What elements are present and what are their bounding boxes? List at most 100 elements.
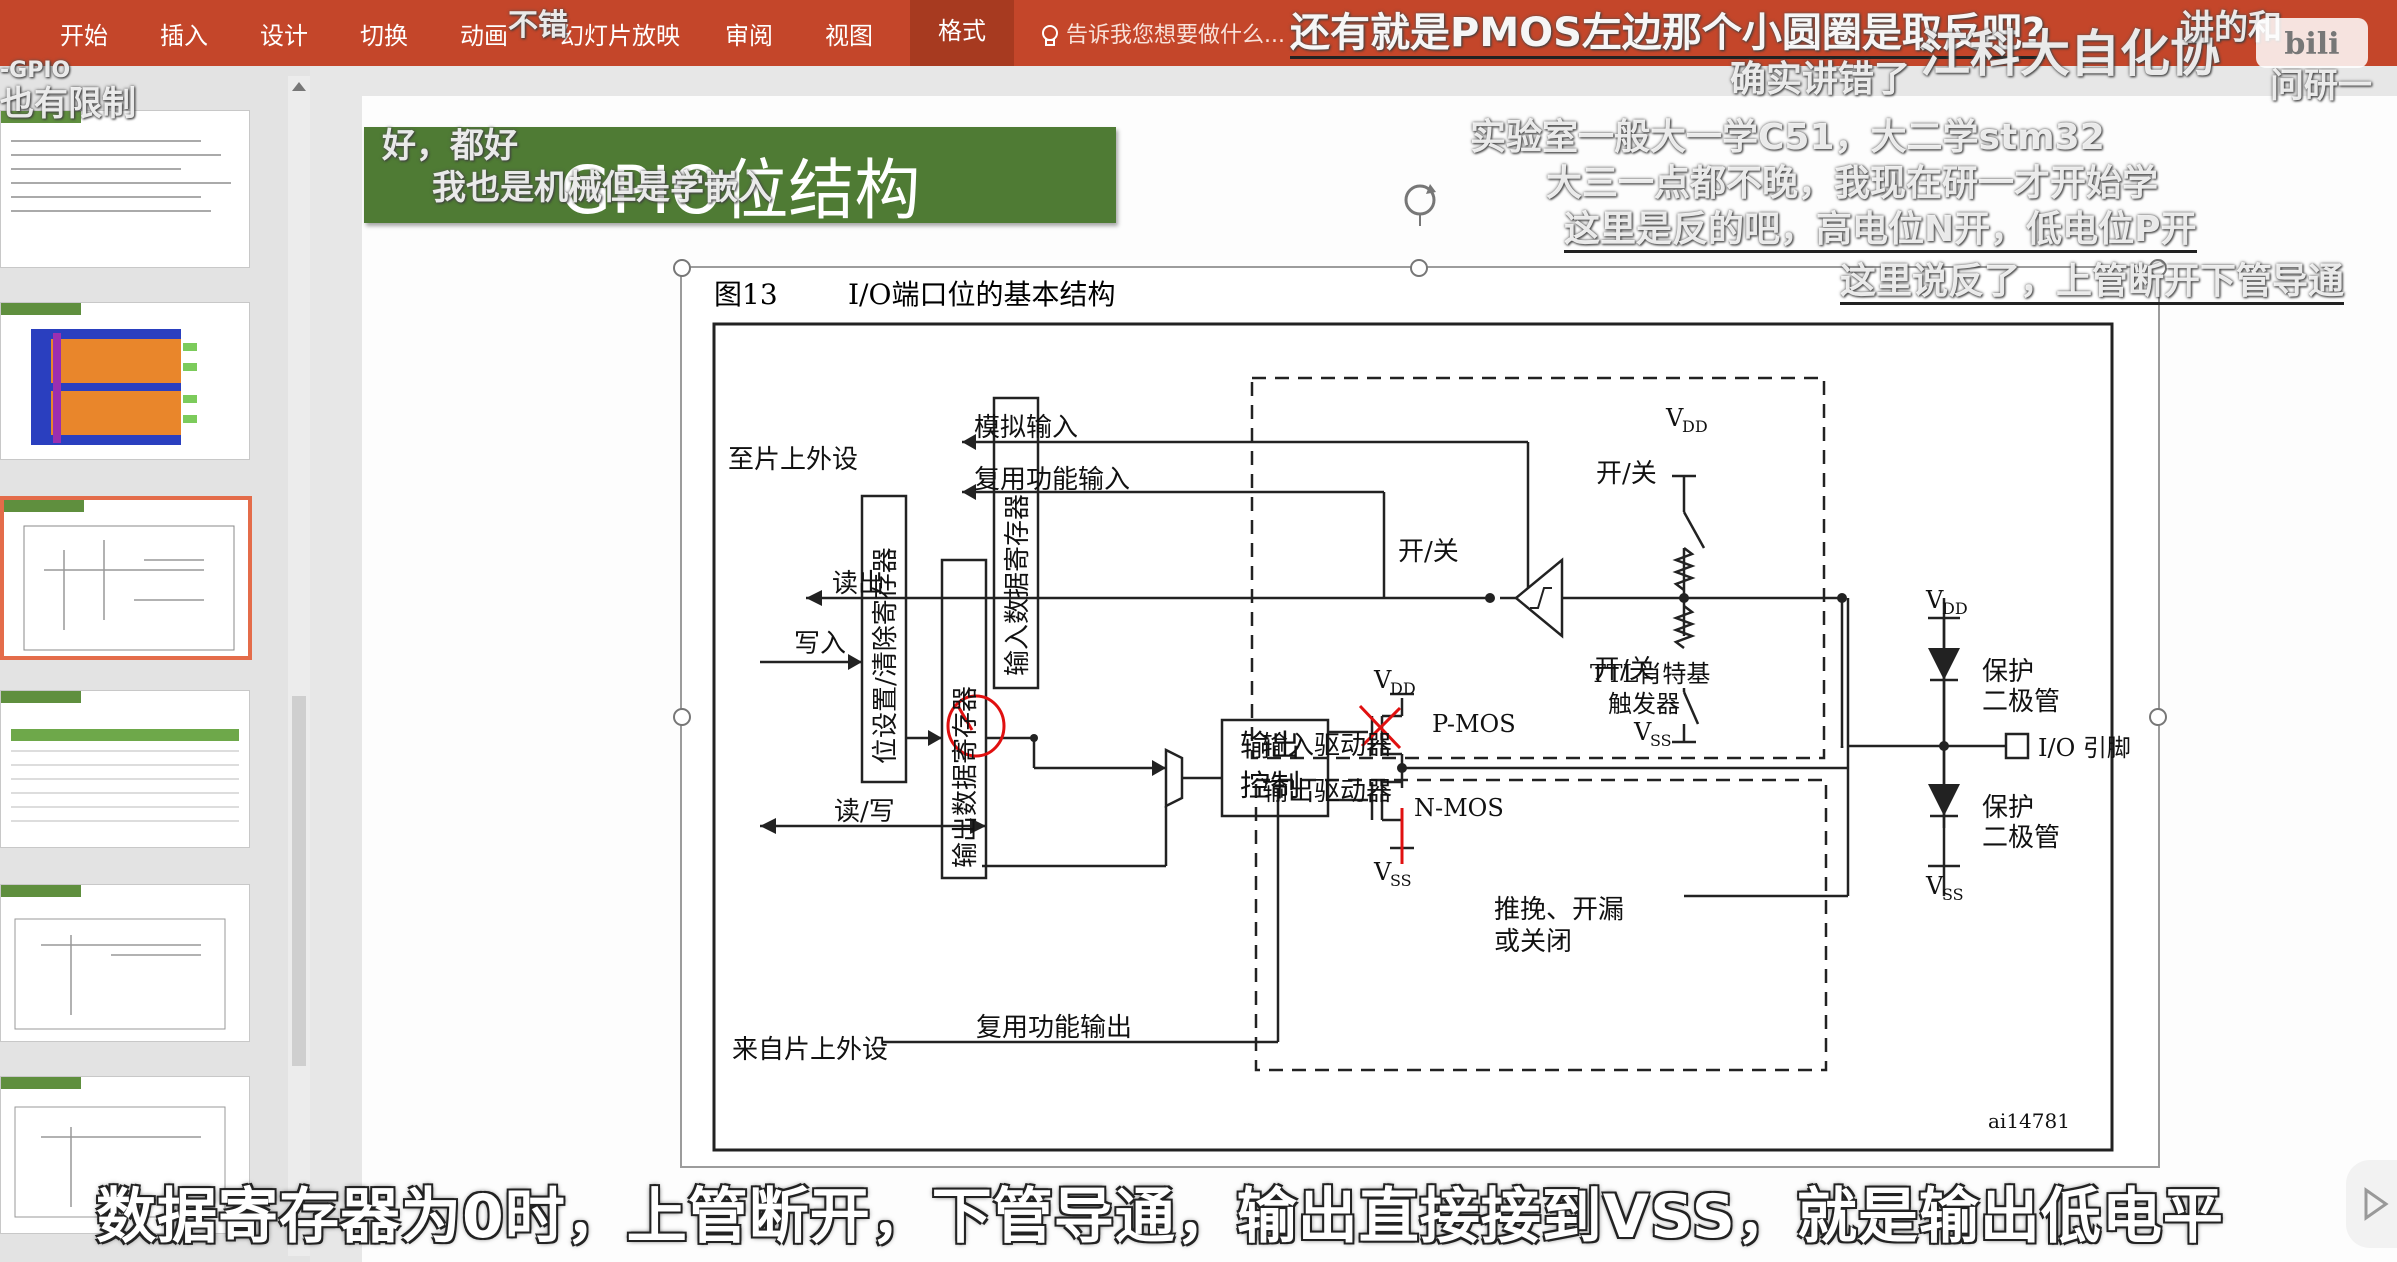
video-subtitle: 数据寄存器为0时，上管断开，下管导通，输出直接接到VSS，就是输出低电平	[96, 1182, 2224, 1252]
thumb-header	[1, 691, 81, 703]
danmaku-comment: 江科大自化协	[1920, 25, 2220, 83]
scroll-up-icon[interactable]	[292, 82, 306, 91]
slide-thumbnail-2[interactable]	[0, 302, 250, 460]
thumb-table	[11, 729, 239, 822]
danmaku-comment: 这里是反的吧，高电位N开，低电位P开	[1564, 200, 2197, 253]
gpio-bit-structure-diagram: 图13 I/O端口位的基本结构	[712, 278, 2131, 1152]
label-vdd-sub: DD	[1682, 417, 1708, 436]
label-output-driver: 输出驱动器	[1262, 777, 1392, 807]
label-from-peripheral: 来自片上外设	[732, 1035, 888, 1065]
label-idr: 输入数据寄存器	[1003, 494, 1033, 676]
schmitt-trigger-symbol	[1514, 557, 1564, 639]
tell-me-text: 告诉我您想要做什么...	[1066, 23, 1285, 48]
scrollbar-thumb[interactable]	[292, 696, 306, 1066]
thumb-header	[1, 1077, 81, 1089]
tab-review[interactable]: 审阅	[725, 22, 773, 50]
label-output-control-2: 控制	[1240, 769, 1300, 804]
label-read-write: 读/写	[834, 797, 895, 827]
label-vdd-diode-v: V	[1925, 586, 1944, 614]
label-switch-schmitt: 开/关	[1398, 537, 1459, 567]
tab-format[interactable]: 格式	[910, 0, 1014, 66]
label-read: 读出	[832, 569, 884, 599]
tab-view[interactable]: 视图	[825, 22, 873, 50]
label-protect-bot-2: 二极管	[1982, 823, 2060, 853]
thumb-header	[1, 111, 81, 123]
label-alt-output: 复用功能输出	[976, 1013, 1132, 1043]
tab-insert[interactable]: 插入	[160, 22, 208, 50]
danmaku-comment: 确实讲错了	[1730, 59, 1911, 100]
thumb-header	[1, 885, 81, 897]
bsrr-register-box	[860, 494, 908, 784]
resize-handle-l[interactable]	[673, 708, 691, 726]
danmaku-comment: 好，都好	[382, 126, 518, 166]
thumb-circuit	[23, 525, 235, 651]
label-schmitt-1: TTL肖特基	[1590, 660, 1710, 688]
tab-slideshow[interactable]: 幻灯片放映	[560, 22, 680, 50]
thumb-text-lines	[11, 140, 231, 212]
danmaku-comment: 也有限制	[0, 84, 136, 124]
tell-me-search[interactable]: 告诉我您想要做什么...	[1040, 17, 1285, 49]
label-switch-pullup: 开/关	[1596, 459, 1657, 489]
label-vss-diode-v: V	[1925, 872, 1944, 900]
ribbon-bar: 开始 插入 设计 切换 动画 幻灯片放映 审阅 视图 格式 告诉我您想要做什么.…	[0, 0, 2397, 66]
danmaku-comment: 问研一	[2270, 66, 2372, 106]
thumb-circuit	[14, 918, 226, 1030]
label-vdd-mos-sub: DD	[1390, 679, 1416, 698]
resize-handle-tr[interactable]	[2149, 259, 2167, 277]
svg-text:bili: bili	[2284, 27, 2339, 62]
label-figure-id: ai14781	[1988, 1109, 2070, 1133]
label-nmos: N-MOS	[1414, 794, 1504, 822]
thumb-header	[1, 303, 81, 315]
tab-transitions[interactable]: 切换	[360, 22, 408, 50]
player-side-control[interactable]	[2346, 1160, 2397, 1248]
label-vss-top-sub: SS	[1650, 731, 1672, 750]
lightbulb-icon	[1042, 25, 1058, 46]
label-protect-bot-1: 保护	[1982, 793, 2034, 823]
figure-image[interactable]: 图13 I/O端口位的基本结构	[680, 266, 2160, 1168]
slide-thumbnail-1[interactable]	[0, 110, 250, 268]
label-protect-top-2: 二极管	[1982, 687, 2060, 717]
odr-register-box	[940, 558, 988, 880]
label-io-pin: I/O 引脚	[2038, 734, 2131, 762]
red-annotation-marks	[946, 694, 1404, 864]
slide-title-box[interactable]: GPIO位结构	[364, 127, 1116, 229]
label-vdd-mos-v: V	[1373, 666, 1392, 694]
resize-handle-t[interactable]	[1410, 259, 1428, 277]
label-write: 写入	[794, 629, 846, 659]
tab-design[interactable]: 设计	[260, 22, 308, 50]
slide-thumbnail-4[interactable]	[0, 690, 250, 848]
input-driver-box	[1250, 376, 1826, 760]
resize-handle-r[interactable]	[2149, 708, 2167, 726]
label-mode-2: 或关闭	[1494, 927, 1572, 957]
label-mode-1: 推挽、开漏	[1494, 895, 1624, 925]
tab-animations[interactable]: 动画	[460, 22, 508, 50]
label-analog-input: 模拟输入	[974, 413, 1078, 443]
diagram-border	[712, 322, 2114, 1152]
label-to-peripheral: 至片上外设	[728, 445, 858, 475]
slide-thumbnail-5[interactable]	[0, 884, 250, 1042]
bilibili-logo-icon: bili	[2256, 18, 2368, 68]
thumbnail-scrollbar[interactable]	[288, 76, 310, 1256]
play-icon	[2364, 1187, 2389, 1221]
slide-thumbnail-3-selected[interactable]	[0, 496, 252, 660]
danmaku-comment: 实验室一般大一学C51，大二学stm32	[1470, 117, 2105, 158]
danmaku-comment: 我也是机械但是学嵌入	[432, 168, 772, 208]
tab-home[interactable]: 开始	[60, 22, 108, 50]
label-input-driver: 输入驱动器	[1262, 731, 1392, 761]
thumbnail-header-fragment: -GPIO	[0, 58, 71, 83]
idr-register-box	[992, 396, 1040, 690]
thumb-circuit	[14, 1106, 226, 1218]
danmaku-comment: 还有就是PMOS左边那个小圆圈是取反吧?	[1290, 0, 2046, 59]
label-schmitt-2: 触发器	[1608, 690, 1680, 718]
slide-thumbnail-6[interactable]	[0, 1076, 250, 1234]
thumb-block-diagram	[31, 329, 197, 445]
label-vdd-diode-sub: DD	[1942, 599, 1968, 618]
danmaku-comment: 不错	[508, 8, 568, 43]
label-vdd-v: V	[1665, 404, 1684, 432]
label-alt-input: 复用功能输入	[974, 465, 1130, 495]
resize-handle-tl[interactable]	[673, 259, 691, 277]
output-control-box	[1220, 718, 1330, 818]
label-pmos: P-MOS	[1432, 710, 1516, 738]
label-bsrr: 位设置/清除寄存器	[871, 547, 901, 764]
rotate-handle-icon[interactable]	[1400, 178, 1440, 226]
